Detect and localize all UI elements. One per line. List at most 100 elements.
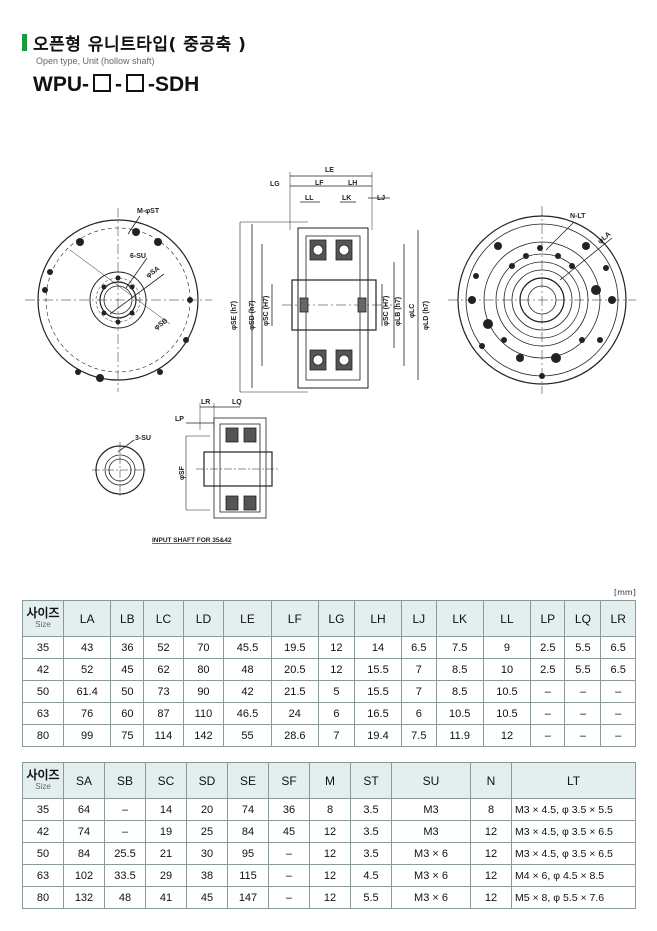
column-header: LQ xyxy=(564,600,602,637)
table-cell: M3 × 4.5, φ 3.5 × 6.5 xyxy=(511,842,636,865)
table-cell: 15.5 xyxy=(353,680,403,703)
table-cell: M5 × 8, φ 5.5 × 7.6 xyxy=(511,886,636,909)
label-lr: LR xyxy=(201,399,210,406)
size-header: 사이즈 Size xyxy=(22,762,64,799)
table-cell: 12 xyxy=(317,658,355,681)
label-lh: LH xyxy=(348,180,357,187)
label-n-lt: N-LT xyxy=(570,213,586,220)
column-header: SD xyxy=(186,762,228,799)
table-cell: 70 xyxy=(182,636,225,659)
size-cell: 63 xyxy=(22,864,64,887)
table-cell: 38 xyxy=(186,864,228,887)
table-cell: 28.6 xyxy=(270,724,319,747)
column-header: M xyxy=(309,762,351,799)
table-cell: 45 xyxy=(268,820,310,843)
column-header: LK xyxy=(435,600,484,637)
model-code: WPU---SDH xyxy=(33,73,199,97)
technical-drawing: M-φST 6-SU φSA φSB LE xyxy=(25,167,636,544)
column-header: LE xyxy=(223,600,272,637)
table-cell: 45.5 xyxy=(223,636,272,659)
table-cell: 19.5 xyxy=(270,636,319,659)
table-cell: 5.5 xyxy=(564,658,602,681)
column-header: LG xyxy=(317,600,355,637)
column-header: SC xyxy=(145,762,187,799)
table-cell: – xyxy=(104,820,146,843)
table-cell: 12 xyxy=(317,636,355,659)
table-cell: 25.5 xyxy=(104,842,146,865)
size-header-en: Size xyxy=(35,619,51,629)
table-cell: M3 × 4.5, φ 3.5 × 6.5 xyxy=(511,820,636,843)
label-sc-right: φSC (H7) xyxy=(383,296,390,326)
size-cell: 35 xyxy=(22,636,64,659)
table-cell: 19 xyxy=(145,820,187,843)
title-accent-bar xyxy=(22,34,27,51)
table-cell: – xyxy=(564,724,602,747)
table-cell: 80 xyxy=(182,658,225,681)
table-cell: 5.5 xyxy=(350,886,392,909)
size-cell: 80 xyxy=(22,886,64,909)
table-cell: M3 × 4.5, φ 3.5 × 5.5 xyxy=(511,798,636,821)
table-cell: 43 xyxy=(62,636,112,659)
column-header: ST xyxy=(350,762,392,799)
table-cell: 4.5 xyxy=(350,864,392,887)
label-ld: φLD (h7) xyxy=(423,301,430,330)
table-cell: 12 xyxy=(309,886,351,909)
model-separator: - xyxy=(115,73,122,96)
column-header: SA xyxy=(63,762,105,799)
table-cell: 132 xyxy=(63,886,105,909)
table-cell: 12 xyxy=(470,886,512,909)
table-cell: 36 xyxy=(110,636,145,659)
table-cell: – xyxy=(600,724,636,747)
table-cell: 2.5 xyxy=(530,636,566,659)
table-cell: 6.5 xyxy=(600,636,636,659)
side-section-view xyxy=(239,172,419,393)
column-header: SF xyxy=(268,762,310,799)
model-placeholder-box xyxy=(126,74,144,92)
column-header: N xyxy=(470,762,512,799)
table-cell: M3 xyxy=(391,820,471,843)
page-title: 오픈형 유니트타입( 중공축 ) xyxy=(33,35,247,55)
table-cell: 20.5 xyxy=(270,658,319,681)
table-cell: 84 xyxy=(227,820,269,843)
table-cell: 8.5 xyxy=(435,658,484,681)
table-cell: 52 xyxy=(62,658,112,681)
column-header: LH xyxy=(353,600,403,637)
table-cell: 12 xyxy=(470,842,512,865)
table-cell: – xyxy=(564,702,602,725)
table-cell: 41 xyxy=(145,886,187,909)
label-ll: LL xyxy=(305,195,314,202)
label-le: LE xyxy=(325,167,334,174)
table-cell: 60 xyxy=(110,702,145,725)
table-cell: 52 xyxy=(143,636,184,659)
column-header: SU xyxy=(391,762,471,799)
table-cell: 76 xyxy=(62,702,112,725)
table-cell: 8 xyxy=(470,798,512,821)
table-cell: 64 xyxy=(63,798,105,821)
column-header: LD xyxy=(182,600,225,637)
table-cell: 33.5 xyxy=(104,864,146,887)
table-cell: 12 xyxy=(309,820,351,843)
table-cell: 74 xyxy=(227,798,269,821)
table-cell: 10 xyxy=(482,658,532,681)
size-header-ko: 사이즈 xyxy=(26,605,60,620)
table-cell: 115 xyxy=(227,864,269,887)
column-header: LF xyxy=(270,600,319,637)
table-cell: 87 xyxy=(143,702,184,725)
column-header: LA xyxy=(62,600,112,637)
label-lj: LJ xyxy=(377,195,385,202)
table-cell: 62 xyxy=(143,658,184,681)
page-subtitle: Open type, Unit (hollow shaft) xyxy=(36,56,155,66)
table-cell: 12 xyxy=(309,864,351,887)
table-cell: 20 xyxy=(186,798,228,821)
unit-label: [mm] xyxy=(614,588,636,597)
label-lc: φLC xyxy=(409,304,416,318)
input-shaft-end-view xyxy=(92,439,148,498)
table-cell: M4 × 6, φ 4.5 × 8.5 xyxy=(511,864,636,887)
